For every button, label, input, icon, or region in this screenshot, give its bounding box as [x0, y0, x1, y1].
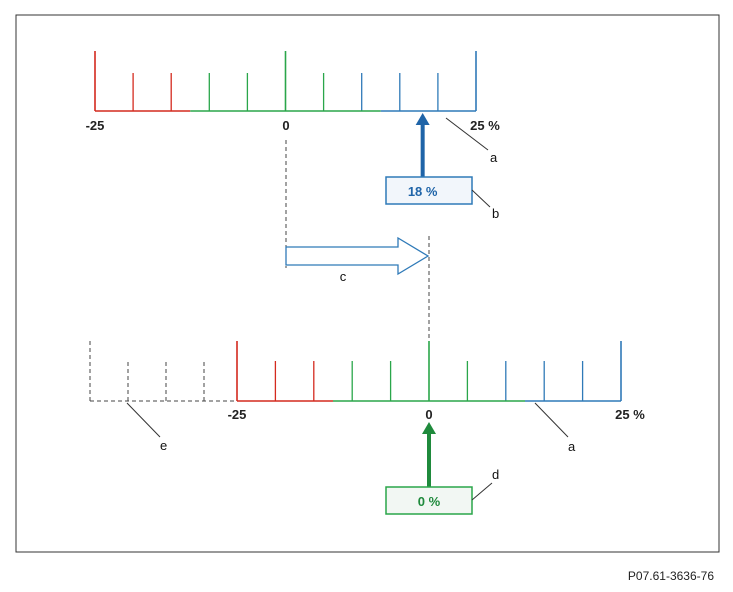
indicator-head [422, 422, 436, 434]
top-zero-label: 0 [282, 118, 289, 133]
bottom-box-callout: d [492, 467, 499, 482]
bottom-scale-callout-line [534, 402, 569, 438]
bottom-indicator-arrow [422, 422, 436, 487]
figure-frame [15, 14, 720, 553]
top-scale: -25 0 25 % a 18 % b [86, 51, 500, 221]
bottom-indicator-box [385, 486, 473, 515]
shift-arrow-callout: c [340, 269, 347, 284]
bottom-min-label: -25 [228, 407, 247, 422]
dashed-callout: e [160, 438, 167, 453]
top-indicator-box [385, 176, 473, 205]
shift-arrow [285, 236, 430, 276]
bottom-zero-label: 0 [425, 407, 432, 422]
top-indicator-value: 18 % [408, 184, 438, 199]
shift-arrow-group: c [285, 140, 430, 344]
indicator-head [415, 113, 430, 125]
top-scale-callout-line [445, 117, 489, 151]
bottom-indicator-value: 0 % [418, 494, 441, 509]
top-scale-ticks [94, 51, 477, 111]
top-scale-callout: a [490, 150, 498, 165]
dashed-callout-line [126, 402, 161, 438]
top-indicator-arrow [415, 113, 430, 177]
bottom-box-callout-line [471, 482, 493, 501]
bottom-max-label: 25 % [615, 407, 645, 422]
figure-id: P07.61-3636-76 [628, 569, 714, 583]
bottom-dashed-ticks [89, 341, 205, 401]
top-min-label: -25 [86, 118, 105, 133]
bottom-scale-ticks [236, 341, 622, 401]
top-max-label: 25 % [470, 118, 500, 133]
bottom-scale: -25 0 25 % e a 0 % d [89, 341, 645, 515]
bottom-scale-callout: a [568, 439, 576, 454]
top-box-callout: b [492, 206, 499, 221]
top-box-callout-line [471, 189, 491, 208]
